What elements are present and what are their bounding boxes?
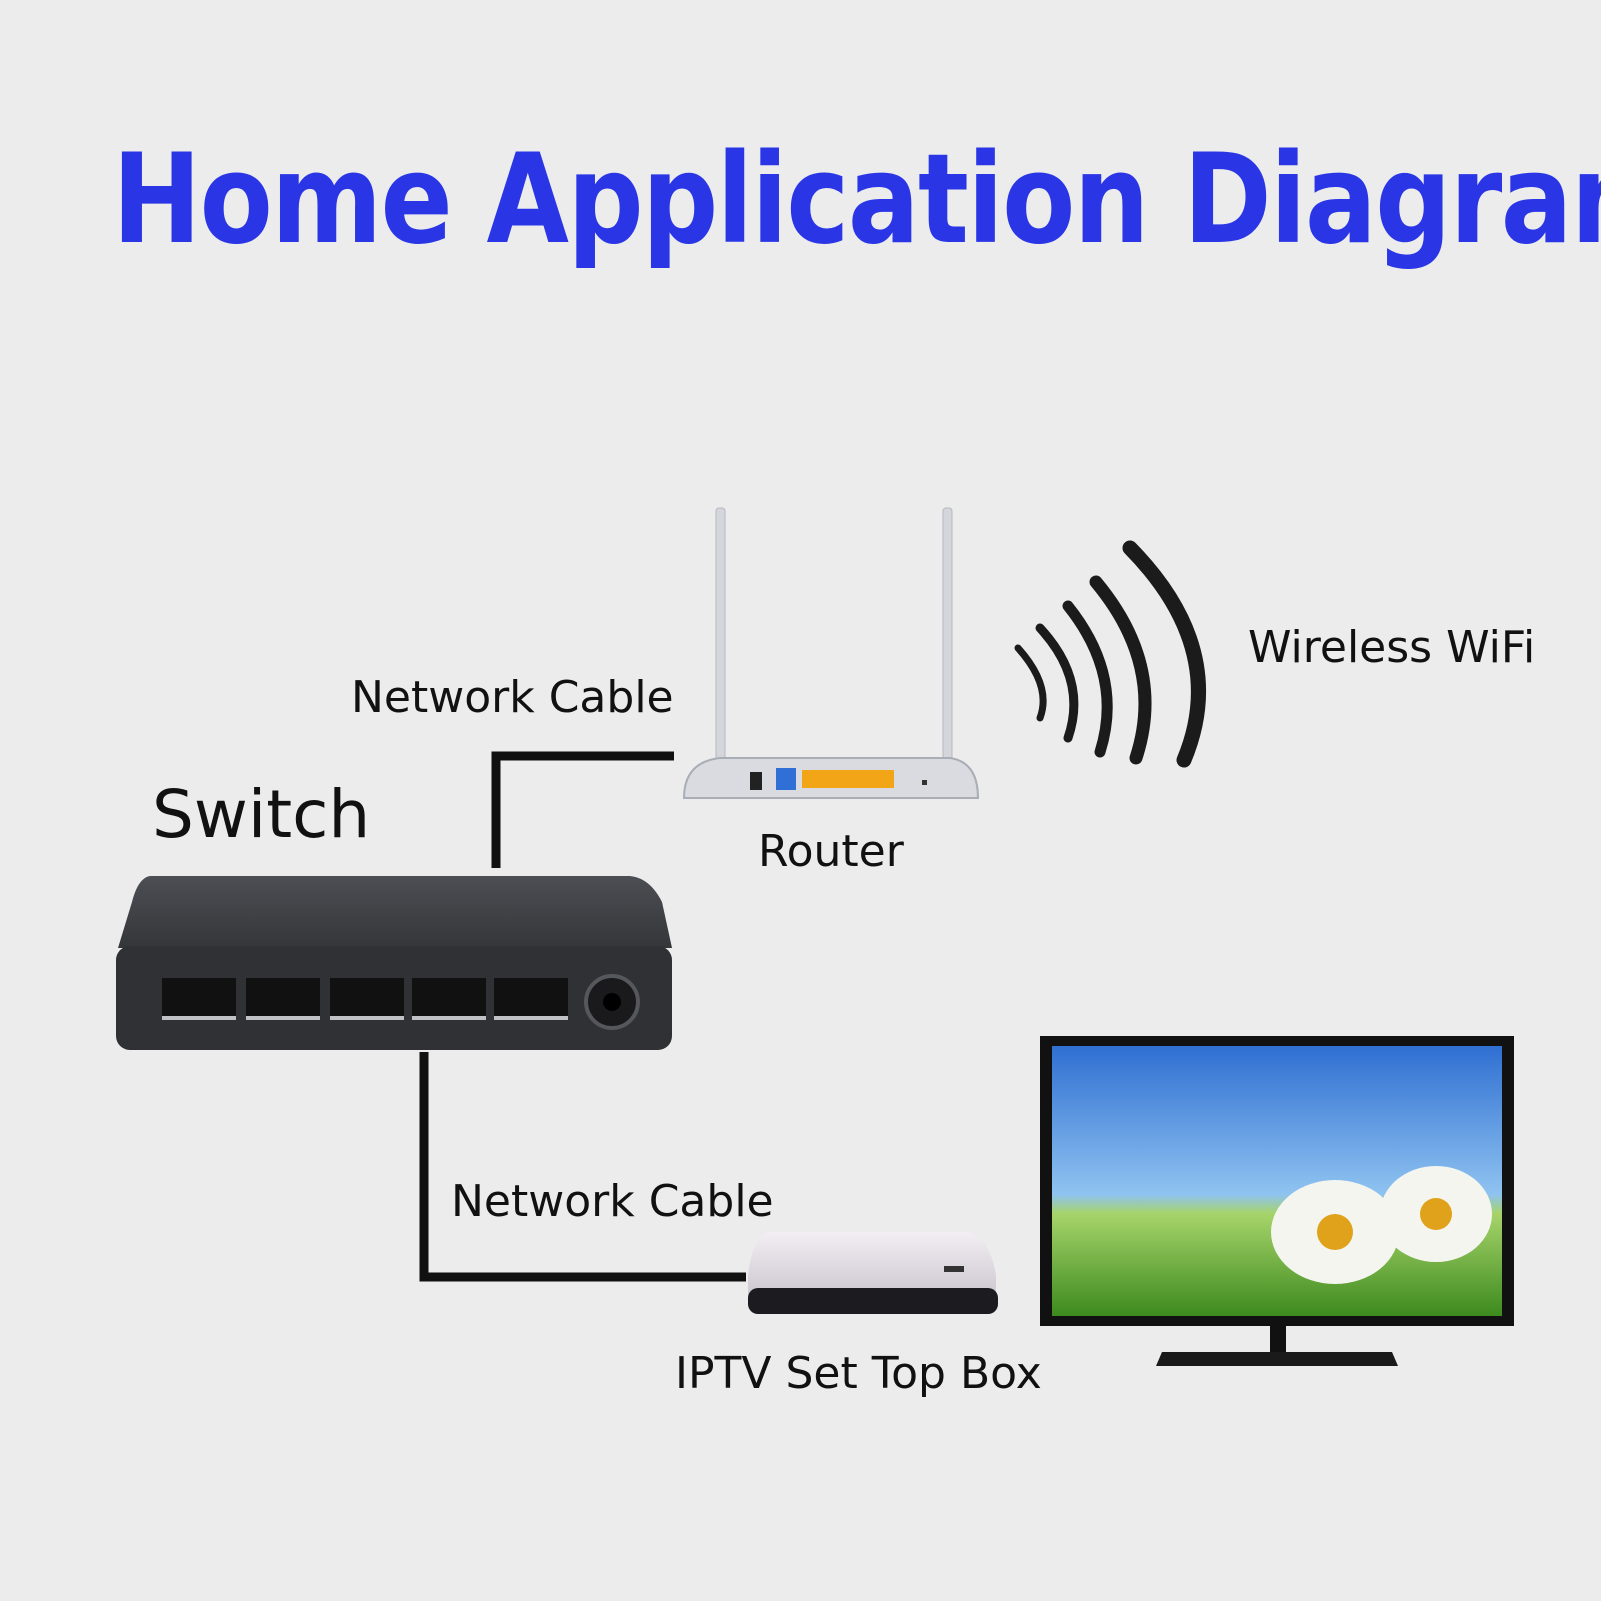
switch-label: Switch	[152, 776, 370, 853]
set-top-box-icon	[748, 1232, 998, 1314]
router-icon	[684, 508, 978, 798]
wifi-waves-icon	[1018, 548, 1198, 760]
network-cable-bottom	[424, 1052, 746, 1277]
network-cable-label-top: Network Cable	[351, 672, 674, 723]
router-label: Router	[758, 826, 904, 877]
wireless-wifi-label: Wireless WiFi	[1248, 622, 1535, 673]
network-cable-label-bottom: Network Cable	[451, 1176, 774, 1227]
iptv-set-top-box-label: IPTV Set Top Box	[675, 1348, 1042, 1399]
switch-icon	[116, 876, 672, 1050]
network-cable-top	[496, 756, 674, 868]
tv-icon	[1040, 1036, 1514, 1366]
